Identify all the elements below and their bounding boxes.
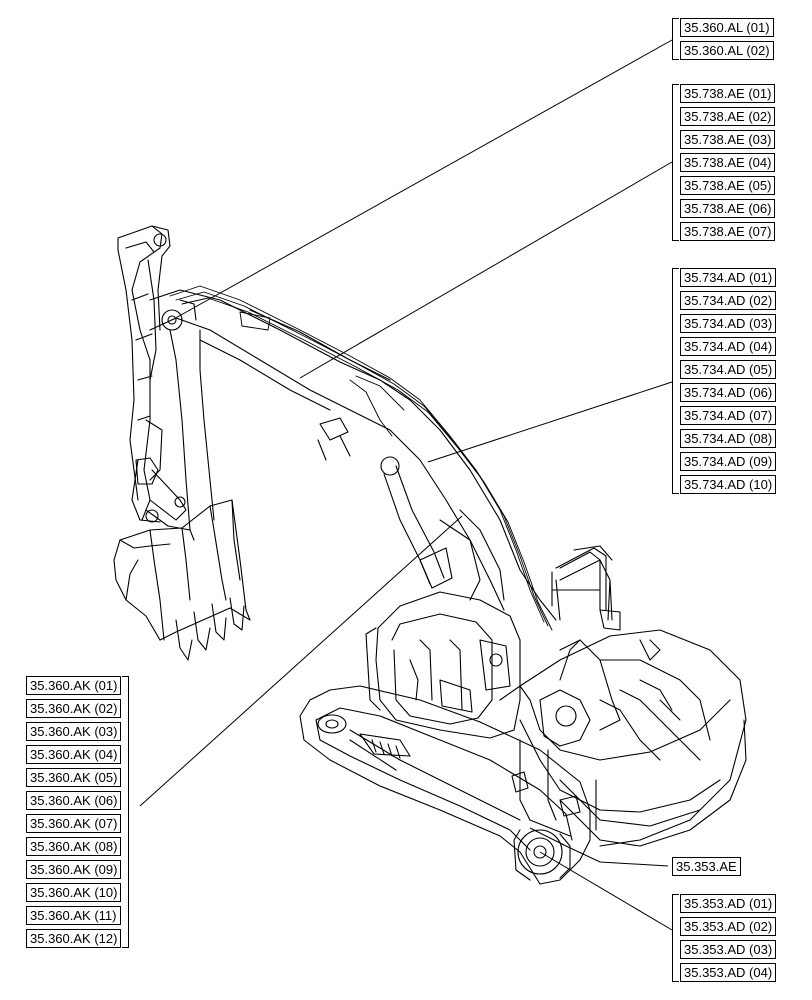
ref-label[interactable]: 35.734.AD (04) bbox=[680, 337, 777, 356]
ref-label[interactable]: 35.734.AD (06) bbox=[680, 383, 777, 402]
leader-adh bbox=[427, 381, 673, 463]
ref-label[interactable]: 35.734.AD (10) bbox=[680, 475, 777, 494]
ref-label[interactable]: 35.353.AD (03) bbox=[680, 940, 777, 959]
arm bbox=[117, 225, 171, 521]
ref-label[interactable]: 35.738.AE (06) bbox=[680, 199, 776, 218]
ref-label[interactable]: 35.734.AD (02) bbox=[680, 291, 777, 310]
ref-label[interactable]: 35.738.AE (07) bbox=[680, 222, 776, 241]
ref-label[interactable]: 35.360.AK (08) bbox=[26, 837, 122, 856]
ref-label[interactable]: 35.734.AD (05) bbox=[680, 360, 777, 379]
ref-label[interactable]: 35.360.AK (10) bbox=[26, 883, 122, 902]
cab bbox=[365, 591, 521, 739]
ref-label[interactable]: 35.360.AK (09) bbox=[26, 860, 122, 879]
ref-label[interactable]: 35.734.AD (03) bbox=[680, 314, 777, 333]
ref-group-35-734-ad: 35.734.AD (01) 35.734.AD (02) 35.734.AD … bbox=[672, 268, 777, 494]
ref-label[interactable]: 35.734.AD (09) bbox=[680, 452, 777, 471]
bucket bbox=[113, 499, 251, 661]
ref-label[interactable]: 35.738.AE (02) bbox=[680, 107, 776, 126]
ref-label[interactable]: 35.738.AE (04) bbox=[680, 153, 776, 172]
ref-label[interactable]: 35.360.AK (11) bbox=[26, 906, 122, 925]
ref-group-35-360-ak: 35.360.AK (01) 35.360.AK (02) 35.360.AK … bbox=[26, 676, 130, 948]
leader-lines bbox=[139, 39, 673, 931]
ref-label[interactable]: 35.360.AK (04) bbox=[26, 745, 122, 764]
boom-hoses bbox=[169, 285, 553, 631]
ref-group-35-738-ae: 35.738.AE (01) 35.738.AE (02) 35.738.AE … bbox=[672, 84, 776, 241]
ref-label[interactable]: 35.738.AE (03) bbox=[680, 130, 776, 149]
boom-cylinder bbox=[380, 456, 505, 601]
ref-label[interactable]: 35.734.AD (08) bbox=[680, 429, 777, 448]
bucket-linkage bbox=[131, 457, 191, 531]
ref-label[interactable]: 35.353.AD (01) bbox=[680, 894, 777, 913]
counterweight bbox=[511, 719, 747, 847]
ref-label[interactable]: 35.734.AD (01) bbox=[680, 268, 777, 287]
track bbox=[299, 685, 591, 885]
ref-label[interactable]: 35.353.AE bbox=[672, 857, 741, 876]
ref-label[interactable]: 35.360.AL (01) bbox=[680, 18, 774, 37]
ref-group-35-353-ae: 35.353.AE bbox=[672, 857, 741, 876]
ref-label[interactable]: 35.360.AL (02) bbox=[680, 41, 774, 60]
ref-group-35-360-al: 35.360.AL (01) 35.360.AL (02) bbox=[672, 18, 774, 60]
ref-label[interactable]: 35.734.AD (07) bbox=[680, 406, 777, 425]
ref-label[interactable]: 35.360.AK (01) bbox=[26, 676, 122, 695]
ref-label[interactable]: 35.360.AK (02) bbox=[26, 699, 122, 718]
leader-ad bbox=[539, 851, 673, 931]
handrail bbox=[551, 547, 607, 611]
ref-label[interactable]: 35.360.AK (06) bbox=[26, 791, 122, 810]
leader-ae bbox=[299, 161, 673, 379]
ref-label[interactable]: 35.353.AD (02) bbox=[680, 917, 777, 936]
leader-ak bbox=[139, 515, 463, 807]
ref-label[interactable]: 35.360.AK (07) bbox=[26, 814, 122, 833]
ref-label[interactable]: 35.360.AK (05) bbox=[26, 768, 122, 787]
ref-label[interactable]: 35.360.AK (03) bbox=[26, 722, 122, 741]
ref-label[interactable]: 35.353.AD (04) bbox=[680, 963, 777, 982]
leader-al bbox=[171, 39, 673, 321]
ref-group-35-353-ad: 35.353.AD (01) 35.353.AD (02) 35.353.AD … bbox=[672, 894, 777, 982]
leader-ae2 bbox=[529, 827, 669, 867]
ref-label[interactable]: 35.360.AK (12) bbox=[26, 929, 122, 948]
ref-label[interactable]: 35.738.AE (01) bbox=[680, 84, 776, 103]
ref-label[interactable]: 35.738.AE (05) bbox=[680, 176, 776, 195]
upper-structure bbox=[499, 545, 747, 847]
boom bbox=[149, 289, 557, 621]
